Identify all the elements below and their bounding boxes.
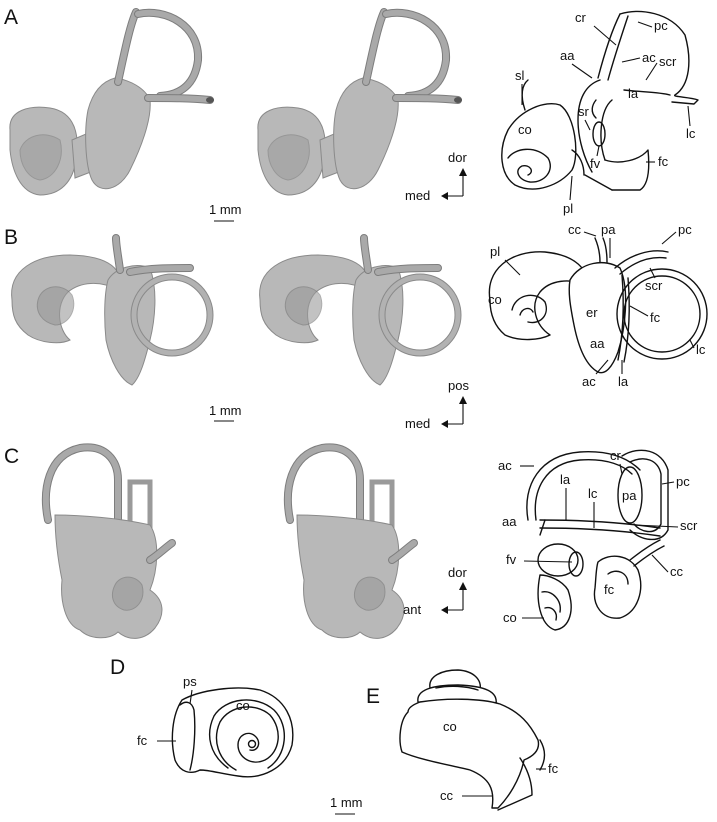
scale-label-a: 1 mm [209, 202, 242, 217]
labels-a: cr pc aa ac scr sl la co sr lc fv fc pl [515, 10, 696, 216]
labels-d: ps co fc [137, 674, 250, 748]
model-b-right [259, 234, 462, 386]
label-c-aa: aa [502, 514, 517, 529]
label-a-co: co [518, 122, 532, 137]
label-c-fc: fc [604, 582, 615, 597]
panel-letter-b: B [4, 226, 18, 249]
label-a-aa: aa [560, 48, 575, 63]
label-d-fc: fc [137, 733, 148, 748]
orientation-c [441, 582, 467, 614]
label-a-fv: fv [590, 156, 601, 171]
drawing-b [488, 237, 708, 374]
label-b-pa: pa [601, 222, 616, 237]
label-b-scr: scr [645, 278, 663, 293]
label-a-sr: sr [578, 104, 590, 119]
label-c-cc: cc [670, 564, 684, 579]
model-a-right [257, 8, 462, 196]
label-b-er: er [586, 305, 598, 320]
label-a-pc: pc [654, 18, 668, 33]
labels-b: cc pa pc pl scr co er fc aa lc ac la [488, 222, 706, 389]
orientation-b [441, 396, 467, 428]
panel-letter-e: E [366, 685, 380, 708]
label-c-co: co [503, 610, 517, 625]
label-c-pc: pc [676, 474, 690, 489]
label-c-scr: scr [680, 518, 698, 533]
label-e-co: co [443, 719, 457, 734]
labels-c: cr ac pc la lc pa aa scr fv cc fc co [498, 448, 698, 625]
axis-up-c: dor [448, 565, 467, 580]
label-e-fc: fc [548, 761, 559, 776]
drawing-e [399, 669, 546, 811]
label-b-lc: lc [696, 342, 706, 357]
model-c-left [41, 443, 176, 639]
label-a-la: la [628, 86, 639, 101]
label-c-ac: ac [498, 458, 512, 473]
panel-letter-d: D [110, 656, 125, 679]
label-c-la: la [560, 472, 571, 487]
label-b-la: la [618, 374, 629, 389]
label-b-aa: aa [590, 336, 605, 351]
model-b-left [11, 234, 214, 386]
label-c-lc: lc [588, 486, 598, 501]
label-b-cc: cc [568, 222, 582, 237]
orientation-a [441, 168, 467, 200]
label-a-pl: pl [563, 201, 573, 216]
label-b-co: co [488, 292, 502, 307]
label-d-ps: ps [183, 674, 197, 689]
label-c-pa: pa [622, 488, 637, 503]
label-a-lc: lc [686, 126, 696, 141]
axis-side-c: ant [403, 602, 421, 617]
axis-up-b: pos [448, 378, 469, 393]
drawing-c [526, 449, 669, 631]
label-b-pl: pl [490, 244, 500, 259]
label-b-pc: pc [678, 222, 692, 237]
scale-label-b: 1 mm [209, 403, 242, 418]
label-b-ac: ac [582, 374, 596, 389]
panel-letter-c: C [4, 445, 19, 468]
model-a-left [9, 8, 214, 196]
model-c-right [283, 443, 418, 639]
label-a-scr: scr [659, 54, 677, 69]
axis-side-a: med [405, 188, 430, 203]
axis-up-a: dor [448, 150, 467, 165]
label-c-cr: cr [610, 448, 622, 463]
label-c-fv: fv [506, 552, 517, 567]
label-a-fc: fc [658, 154, 669, 169]
scale-label-bottom: 1 mm [330, 795, 363, 810]
axis-side-b: med [405, 416, 430, 431]
labels-e: co fc cc [440, 719, 559, 803]
label-b-fc: fc [650, 310, 661, 325]
label-d-co: co [236, 698, 250, 713]
panel-letter-a: A [4, 6, 18, 29]
label-a-sl: sl [515, 68, 525, 83]
label-a-cr: cr [575, 10, 587, 25]
label-a-ac: ac [642, 50, 656, 65]
label-e-cc: cc [440, 788, 454, 803]
drawing-d [171, 687, 294, 778]
